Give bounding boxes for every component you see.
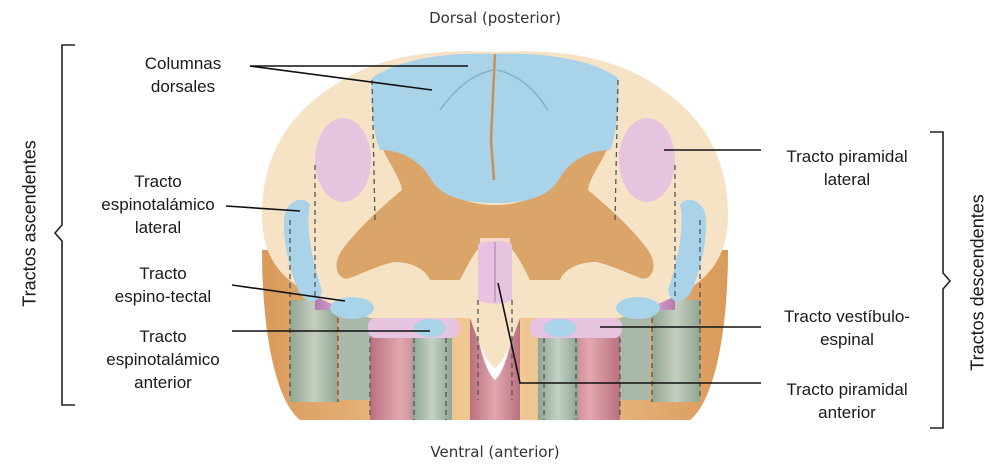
label-dorsal-columns: Columnas dorsales [118,52,248,98]
label-vestibulospinal: Tracto vestíbulo- espinal [762,305,932,351]
label-anterior-pyramidal: Tracto piramidal anterior [762,378,932,424]
label-spinotectal: Tracto espino-tectal [95,262,231,308]
label-lateral-pyramidal: Tracto piramidal lateral [762,145,932,191]
descending-bracket [930,132,950,428]
label-lateral-spinothalamic: Tracto espinotalámico lateral [90,170,226,239]
ascending-bracket [55,45,75,405]
dorsal-label: Dorsal (posterior) [395,9,595,27]
label-anterior-spinothalamic: Tracto espinotalámico anterior [95,325,231,394]
ventral-label: Ventral (anterior) [395,443,595,461]
ascending-tracts-label: Tractos ascendentes [20,124,41,324]
descending-tracts-label: Tractos descendentes [968,173,989,393]
